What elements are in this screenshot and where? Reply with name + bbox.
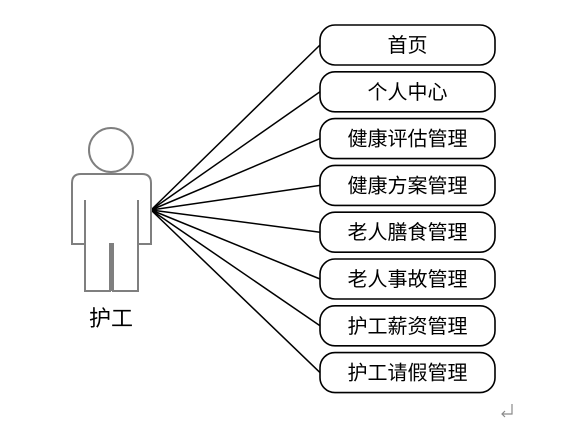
function-box: [319, 71, 496, 113]
function-box: [319, 24, 496, 66]
actor-head: [88, 127, 134, 173]
function-nodes: 首页个人中心健康评估管理健康方案管理老人膳食管理老人事故管理护工薪资管理护工请假…: [319, 24, 496, 394]
connector-line: [150, 209, 321, 233]
connector-line: [150, 137, 321, 211]
connector-line: [150, 209, 321, 374]
function-label: 老人膳食管理: [348, 220, 468, 244]
connector-line: [150, 209, 321, 327]
actor-body: [71, 173, 152, 292]
function-label: 老人事故管理: [348, 267, 468, 291]
function-label: 护工薪资管理: [348, 314, 468, 338]
function-box: [319, 211, 496, 253]
return-mark-icon: [501, 404, 513, 418]
function-label: 健康方案管理: [348, 173, 468, 197]
function-box: [319, 117, 496, 160]
function-node: 健康评估管理: [319, 117, 496, 160]
function-label: 首页: [388, 33, 428, 57]
function-box: [319, 258, 496, 300]
function-node: 护工薪资管理: [319, 304, 496, 347]
function-label: 健康评估管理: [348, 127, 468, 151]
function-node: 健康方案管理: [319, 164, 496, 207]
function-node: 首页: [319, 24, 496, 66]
function-node: 个人中心: [319, 71, 496, 113]
connector-line: [150, 44, 321, 211]
connector-line: [150, 184, 321, 211]
function-box: [319, 351, 496, 394]
connector-line: [150, 209, 321, 280]
function-label: 个人中心: [368, 80, 448, 104]
function-box: [319, 304, 496, 347]
function-node: 老人膳食管理: [319, 211, 496, 253]
function-box: [319, 164, 496, 207]
connector-lines: [150, 44, 321, 374]
function-node: 护工请假管理: [319, 351, 496, 394]
connector-line: [150, 91, 321, 211]
person-icon: [71, 127, 152, 292]
function-label: 护工请假管理: [348, 361, 468, 385]
function-node: 老人事故管理: [319, 258, 496, 300]
actor-label: 护工: [89, 307, 133, 332]
